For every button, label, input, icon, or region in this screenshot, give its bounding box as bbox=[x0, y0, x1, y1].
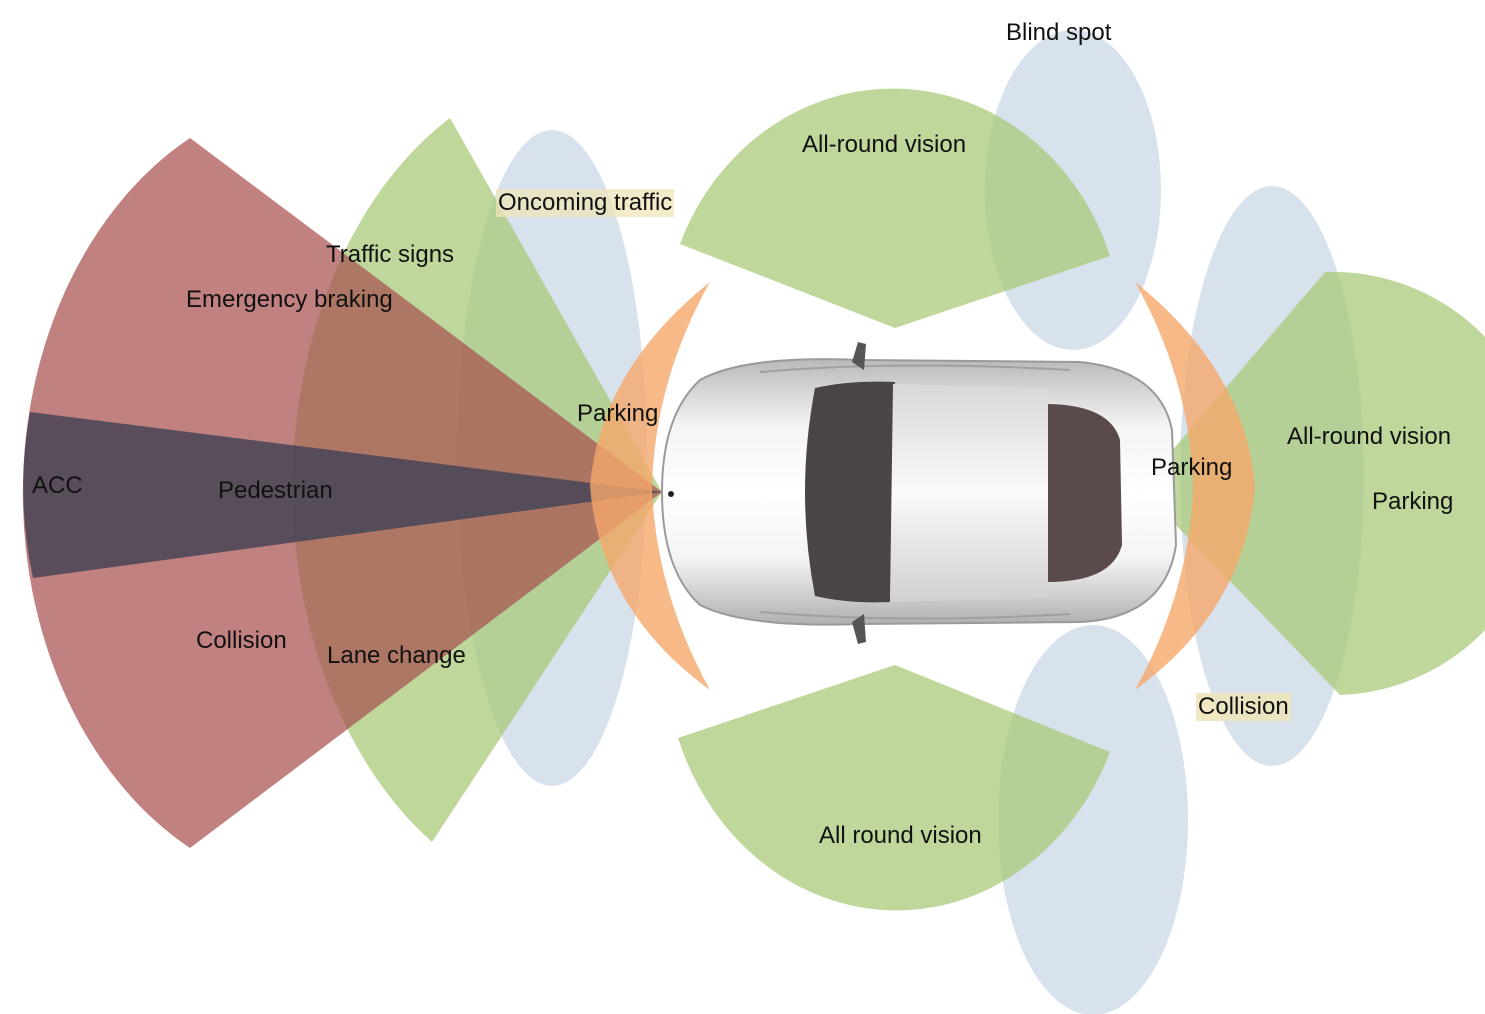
acc-beam bbox=[23, 412, 662, 578]
label-emergency-braking: Emergency braking bbox=[186, 286, 393, 313]
vision-sector-rear bbox=[1140, 271, 1485, 695]
label-parking-rear: Parking bbox=[1151, 454, 1233, 481]
label-traffic-signs: Traffic signs bbox=[326, 241, 455, 268]
parking-arc-rear bbox=[1135, 282, 1255, 690]
label-collision-front: Collision bbox=[196, 627, 287, 654]
label-pedestrian: Pedestrian bbox=[218, 477, 333, 504]
label-collision-rear: Collision bbox=[1196, 693, 1291, 721]
coverage-zone-blind-spot-bottom bbox=[998, 625, 1188, 1014]
vision-sector-bottom bbox=[678, 665, 1110, 911]
parking-arc-front bbox=[590, 282, 710, 690]
vision-sector-top bbox=[680, 88, 1110, 329]
label-all-round-vision-top: All-round vision bbox=[802, 131, 967, 158]
car-top-view-icon bbox=[660, 342, 1178, 644]
label-all-round-vision-rear: All-round vision bbox=[1287, 423, 1452, 450]
label-blind-spot: Blind spot bbox=[1006, 19, 1112, 46]
label-acc: ACC bbox=[32, 472, 83, 499]
label-all-round-vision-bottom: All round vision bbox=[819, 822, 982, 849]
label-parking-rear-right: Parking bbox=[1372, 488, 1454, 515]
label-lane-change: Lane change bbox=[327, 642, 466, 669]
label-parking-front: Parking bbox=[577, 400, 659, 427]
label-oncoming-traffic: Oncoming traffic bbox=[496, 189, 675, 217]
